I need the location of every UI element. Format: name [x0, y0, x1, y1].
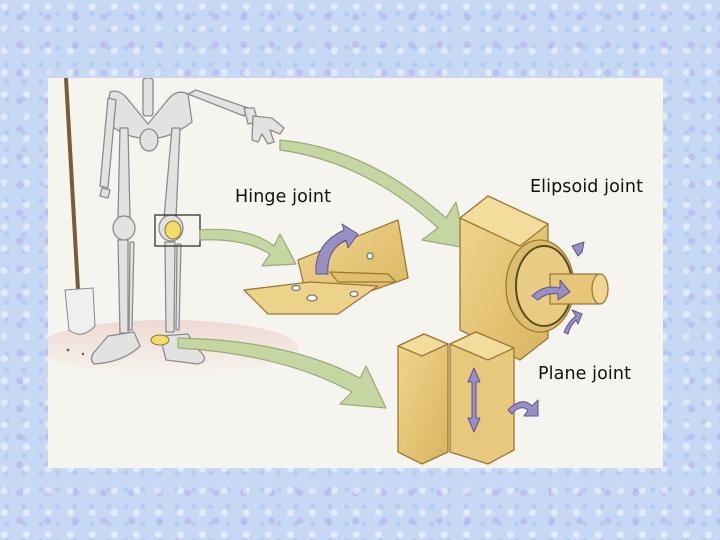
pointer-arrows: [177, 139, 467, 409]
hinge-joint-label: Hinge joint: [235, 187, 332, 207]
joint-diagram: [48, 78, 609, 465]
ellipsoid-lower-arrow: [563, 309, 583, 335]
skeleton-illustration: [90, 78, 285, 365]
hinge-joint-model: [243, 219, 409, 315]
knee-highlight: [154, 214, 201, 247]
plane-joint-label: Plane joint: [538, 364, 632, 384]
ankle-highlight: [150, 334, 170, 346]
diagram-panel: Hinge joint Elipsoid joint Plane joint: [48, 78, 663, 468]
ellipsoid-rotation-arrow: [531, 279, 571, 301]
shovel-illustration: [64, 78, 96, 335]
ellipsoid-vertical-arrow: [571, 241, 585, 257]
arrow-to-hinge-joint: [199, 228, 297, 267]
ellipsoid-joint-label: Elipsoid joint: [530, 177, 644, 197]
plane-slide-arrow: [467, 367, 481, 433]
hinge-rotation-arrow: [315, 223, 359, 275]
plane-joint-model: [397, 331, 539, 465]
arrow-to-ellipsoid-joint: [279, 139, 467, 249]
ellipsoid-joint-model: [459, 195, 609, 361]
plane-rotate-arrow: [507, 399, 539, 417]
arrow-to-plane-joint: [177, 337, 387, 409]
